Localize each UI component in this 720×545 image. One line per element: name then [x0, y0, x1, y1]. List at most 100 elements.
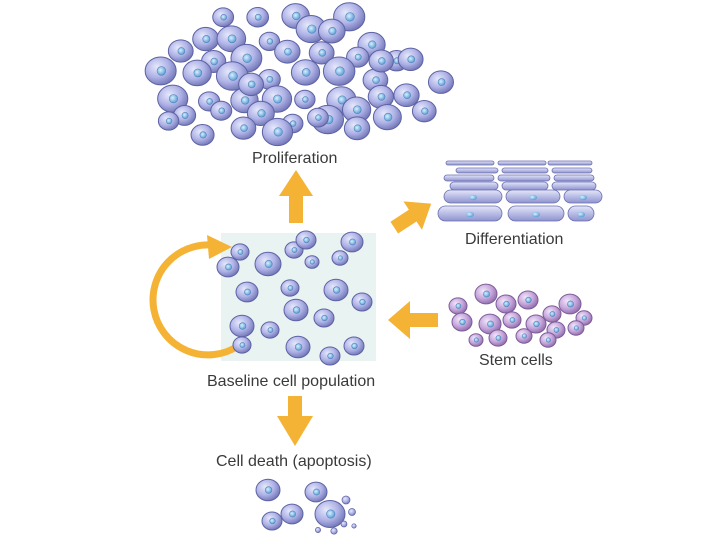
cell	[167, 39, 194, 63]
cell	[280, 279, 300, 297]
cell	[323, 278, 349, 302]
cell	[258, 31, 281, 52]
cell	[157, 111, 180, 131]
differentiation-label: Differentiation	[465, 231, 564, 248]
cell	[190, 124, 215, 146]
differentiated-cell	[553, 174, 595, 182]
stem-cell	[495, 294, 517, 314]
cell	[372, 104, 402, 131]
stem-cell	[539, 332, 557, 348]
baseline-population-label: Baseline cell population	[207, 373, 376, 390]
stem-cell	[517, 290, 539, 310]
differentiated-cell	[443, 189, 503, 204]
cell	[307, 107, 329, 128]
cell	[393, 83, 420, 108]
cell	[238, 72, 265, 97]
cell	[322, 56, 356, 86]
apoptotic-cell-cluster	[255, 478, 357, 535]
cell	[304, 255, 320, 269]
cell	[308, 41, 335, 65]
cell	[340, 231, 364, 253]
differentiated-cell	[449, 181, 499, 191]
differentiated-cell	[551, 181, 597, 191]
cell	[280, 503, 304, 525]
differentiated-cell-layers	[437, 160, 603, 222]
cell	[260, 321, 280, 339]
cell	[274, 39, 301, 64]
cell	[246, 6, 270, 28]
cell	[232, 336, 252, 354]
cell	[283, 298, 309, 322]
cell	[397, 47, 424, 72]
apoptotic-body	[348, 508, 356, 516]
differentiated-cell	[455, 167, 499, 174]
stem-cell	[448, 297, 468, 315]
apoptotic-body	[340, 520, 348, 528]
differentiated-cell	[437, 205, 503, 222]
cell	[261, 117, 294, 147]
differentiated-cell	[505, 189, 561, 204]
cell-death-label: Cell death (apoptosis)	[216, 453, 372, 470]
stem-cell	[558, 293, 582, 315]
stem-cell	[474, 283, 498, 305]
cell	[304, 481, 328, 503]
differentiated-cell	[445, 160, 495, 166]
cell	[294, 89, 316, 110]
cell	[261, 511, 283, 531]
stem-cell	[451, 312, 473, 332]
cell	[229, 314, 255, 338]
cell	[295, 15, 327, 44]
cell	[427, 70, 454, 94]
cell	[230, 116, 257, 140]
cell	[290, 59, 321, 86]
apoptotic-body	[351, 523, 357, 529]
cell	[144, 56, 177, 86]
cell	[295, 230, 317, 250]
differentiated-cell	[567, 205, 595, 222]
stem-cell	[567, 320, 585, 336]
cell	[192, 26, 220, 52]
stem-cell	[542, 305, 562, 323]
proliferation-cell-cluster	[144, 2, 454, 147]
apoptotic-body	[341, 495, 351, 505]
cell	[331, 250, 349, 266]
stem-cell	[502, 311, 522, 329]
apoptotic-body	[315, 527, 321, 533]
cell	[314, 500, 346, 528]
self-renewal-arrow	[149, 235, 242, 359]
cell	[346, 46, 370, 68]
cell	[212, 7, 235, 28]
stem-cell	[525, 314, 547, 334]
stem-cells-arrow	[388, 301, 438, 339]
cell	[317, 18, 346, 44]
cell	[182, 59, 212, 87]
cell	[351, 292, 373, 312]
stem-cell-cluster	[448, 283, 593, 348]
differentiation-arrow	[390, 201, 432, 234]
baseline-cell-cluster	[216, 230, 373, 366]
cell	[216, 25, 247, 53]
differentiated-cell	[497, 160, 547, 166]
proliferation-label: Proliferation	[252, 150, 338, 167]
stem-cells-label: Stem cells	[479, 352, 553, 369]
differentiated-cell	[501, 181, 549, 191]
apoptotic-body	[330, 527, 338, 535]
cell	[368, 49, 394, 73]
cell	[254, 251, 282, 277]
cell	[343, 336, 365, 356]
differentiated-cell	[443, 174, 495, 182]
differentiated-cell	[507, 205, 565, 222]
cell-death-arrow	[277, 396, 313, 446]
stem-cell	[468, 333, 484, 347]
cell	[235, 281, 259, 303]
differentiated-cell	[551, 167, 593, 174]
differentiated-cell	[547, 160, 593, 166]
stem-cell	[488, 329, 508, 347]
differentiated-cell	[563, 189, 603, 204]
cell	[255, 478, 281, 502]
differentiated-cell	[501, 167, 549, 174]
proliferation-arrow	[279, 170, 313, 223]
cell	[210, 100, 233, 121]
